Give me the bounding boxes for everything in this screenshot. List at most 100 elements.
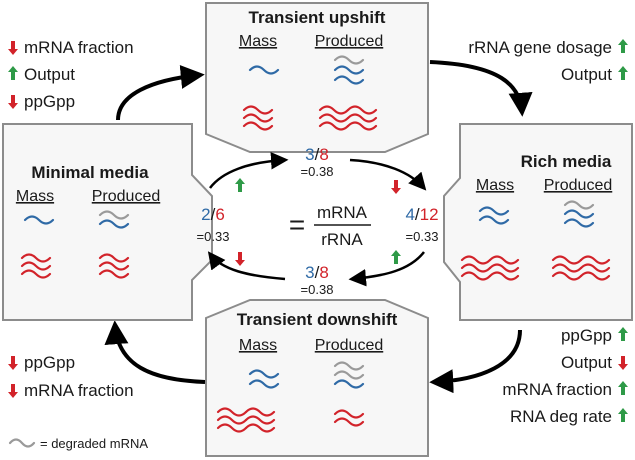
inner-upshift-right-down-arrow-icon — [391, 180, 401, 194]
rich-produced-red-wave-icon-8 — [579, 271, 611, 281]
ratio-top-fraction: 3/8 — [305, 145, 329, 164]
minimal-mass-header: Mass — [16, 188, 54, 205]
panel-transient-downshift — [205, 299, 429, 457]
upshift-mass-red-wave-icon-3 — [242, 121, 274, 131]
upshift-produced-red-wave-icon-7 — [318, 121, 350, 131]
ratio-right-value: =0.33 — [406, 229, 439, 244]
downshift-title: Transient downshift — [237, 310, 398, 329]
inner-arrow-bottom-to-left — [207, 251, 286, 281]
annotations-bottom-right: ppGpp Output mRNA fraction RNA deg rate — [502, 326, 612, 426]
rich-produced-blue-wave-icon-2 — [563, 218, 595, 228]
annotations-top-left: mRNA fraction Output ppGpp — [24, 38, 134, 111]
downshift-produced-grey-wave-icon-0 — [333, 361, 365, 371]
ratio-left-value: =0.33 — [197, 229, 230, 244]
annotation-trend-arrows — [8, 39, 628, 422]
upshift-produced-header: Produced — [315, 33, 384, 50]
ann-bottom_right-3-up-arrow-icon — [618, 408, 628, 422]
downshift-produced-blue-wave-icon-2 — [333, 379, 365, 389]
upshift-produced-red-wave-icon-5 — [318, 113, 350, 123]
ann-bottom-left-0: ppGpp — [24, 353, 75, 372]
upshift-produced-blue-wave-icon-2 — [333, 75, 365, 85]
inner-arrow-top-to-right — [349, 158, 427, 191]
rich-mass-blue-wave-icon-1 — [478, 215, 510, 225]
inner-downshift-right-up-arrow-icon — [391, 250, 401, 264]
downshift-produced-red-wave-icon-4 — [333, 417, 365, 427]
inner-upshift-left-up-arrow-icon — [235, 178, 245, 192]
minimal-produced-grey-wave-icon-0 — [98, 210, 130, 220]
ann-bottom_left-0-down-arrow-icon — [8, 356, 18, 370]
ann-bottom_right-0-up-arrow-icon — [618, 327, 628, 341]
downshift-mass-red-wave-icon-6 — [216, 423, 248, 433]
upshift-produced-red-wave-icon-6 — [346, 113, 378, 123]
rich-produced-red-wave-icon-7 — [551, 271, 583, 281]
rich-mass-header: Mass — [476, 177, 514, 194]
upshift-title: Transient upshift — [249, 8, 386, 27]
downshift-mass-header: Mass — [239, 337, 277, 354]
rich-mass-red-wave-icon-7 — [488, 271, 520, 281]
wave-icons — [20, 55, 611, 433]
downshift-produced-header: Produced — [315, 337, 384, 354]
rich-mass-red-wave-icon-3 — [488, 255, 520, 265]
panel-rich-media — [443, 123, 633, 321]
ann-bottom_right-2-up-arrow-icon — [618, 381, 628, 395]
ann-top-right-0: rRNA gene dosage — [468, 38, 612, 57]
ratio-bottom-value: =0.38 — [301, 282, 334, 297]
ratio-left-fraction: 2/6 — [201, 205, 225, 224]
rich-produced-red-wave-icon-3 — [551, 255, 583, 265]
ann-top_right-1-up-arrow-icon — [618, 66, 628, 80]
upshift-produced-blue-wave-icon-1 — [333, 65, 365, 75]
panel-transient-upshift — [205, 2, 429, 153]
minimal-produced-red-wave-icon-2 — [98, 253, 130, 263]
equation-equals: = — [289, 209, 305, 240]
cycle-arrow-minimal-to-upshift — [116, 64, 205, 121]
panel-minimal-media — [2, 123, 213, 321]
rich-produced-header: Produced — [544, 177, 613, 194]
minimal-mass-red-wave-icon-2 — [20, 261, 52, 271]
rich-produced-red-wave-icon-5 — [551, 263, 583, 273]
downshift-mass-red-wave-icon-5 — [244, 415, 276, 425]
rich-produced-red-wave-icon-6 — [579, 263, 611, 273]
upshift-produced-grey-wave-icon-0 — [333, 55, 365, 65]
ratio-bottom-fraction: 3/8 — [305, 263, 329, 282]
downshift-mass-red-wave-icon-7 — [244, 423, 276, 433]
minimal-produced-red-wave-icon-3 — [98, 261, 130, 271]
cycle-arrow-upshift-to-rich — [429, 60, 533, 117]
ann-top-right-1: Output — [561, 65, 612, 84]
minimal-produced-header: Produced — [92, 188, 161, 205]
ann-top-left-2: ppGpp — [24, 92, 75, 111]
cycle-arrow-downshift-to-minimal — [104, 320, 206, 384]
minimal-produced-red-wave-icon-4 — [98, 269, 130, 279]
ann-bottom-right-0: ppGpp — [561, 326, 612, 345]
upshift-produced-red-wave-icon-8 — [346, 121, 378, 131]
downshift-mass-red-wave-icon-3 — [244, 407, 276, 417]
rich-mass-red-wave-icon-6 — [460, 271, 492, 281]
ratio-top-value: =0.38 — [301, 164, 334, 179]
upshift-produced-red-wave-icon-4 — [346, 105, 378, 115]
inner-trend-arrows — [235, 178, 401, 266]
minimal-produced-blue-wave-icon-1 — [98, 219, 130, 229]
minimal-mass-red-wave-icon-3 — [20, 269, 52, 279]
upshift-mass-header: Mass — [239, 33, 277, 50]
rich-produced-red-wave-icon-4 — [579, 255, 611, 265]
downshift-mass-blue-wave-icon-1 — [248, 379, 280, 389]
downshift-mass-blue-wave-icon-0 — [248, 369, 280, 379]
minimal-mass-blue-wave-icon-0 — [23, 215, 55, 225]
upshift-mass-red-wave-icon-1 — [242, 105, 274, 115]
ann-bottom_right-1-down-arrow-icon — [618, 356, 628, 370]
equation-denominator: rRNA — [321, 230, 363, 249]
annotations-top-right: rRNA gene dosage Output — [468, 38, 612, 84]
ann-top_left-0-down-arrow-icon — [8, 41, 18, 55]
ann-top_left-2-down-arrow-icon — [8, 95, 18, 109]
ann-bottom_left-1-down-arrow-icon — [8, 384, 18, 398]
ratio-right-fraction: 4/12 — [405, 205, 438, 224]
ann-bottom-right-3: RNA deg rate — [510, 407, 612, 426]
rich-produced-grey-wave-icon-0 — [563, 200, 595, 210]
ann-bottom-right-1: Output — [561, 353, 612, 372]
ann-top_left-1-up-arrow-icon — [8, 66, 18, 80]
rich-mass-red-wave-icon-2 — [460, 255, 492, 265]
rich-mass-blue-wave-icon-0 — [478, 206, 510, 216]
ann-bottom-right-2: mRNA fraction — [502, 380, 612, 399]
upshift-produced-red-wave-icon-3 — [318, 105, 350, 115]
rich-title: Rich media — [521, 152, 612, 171]
